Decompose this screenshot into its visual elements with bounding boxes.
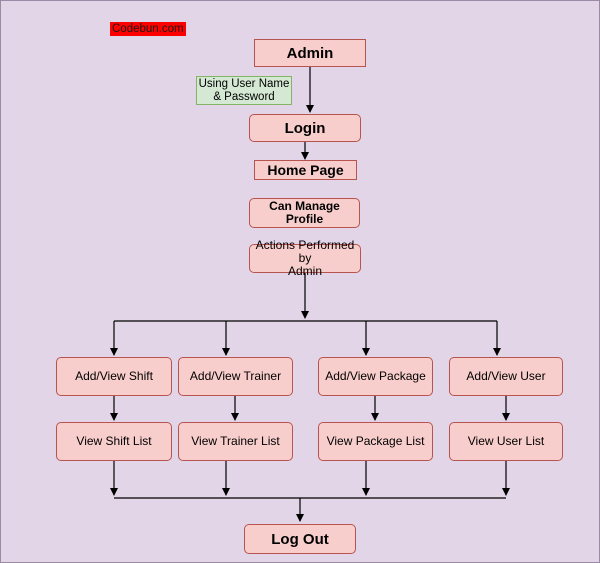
manage-profile-node: Can Manage Profile: [249, 198, 360, 228]
manage-profile-label: Can Manage Profile: [269, 199, 340, 226]
view-package-list-node: View Package List: [318, 422, 433, 461]
actions-node: Actions Performed by Admin: [249, 239, 361, 278]
admin-node: Admin: [254, 39, 366, 67]
home-page-label: Home Page: [267, 161, 344, 178]
login-node: Login: [249, 114, 361, 142]
logout-label: Log Out: [271, 530, 329, 548]
add-view-user-label: Add/View User: [466, 369, 546, 383]
actions-label-line2: Admin: [287, 264, 322, 278]
credentials-note: Using User Name & Password: [196, 76, 292, 105]
add-view-shift-label: Add/View Shift: [75, 369, 153, 383]
add-view-package-label: Add/View Package: [325, 369, 426, 383]
logout-node: Log Out: [244, 524, 356, 554]
add-view-user-node: Add/View User: [449, 357, 563, 396]
admin-label: Admin: [286, 44, 334, 62]
view-package-list-label: View Package List: [326, 434, 425, 448]
add-view-trainer-label: Add/View Trainer: [189, 369, 282, 383]
view-user-list-node: View User List: [449, 422, 563, 461]
add-view-shift-node: Add/View Shift: [56, 357, 172, 396]
view-user-list-label: View User List: [467, 434, 545, 448]
credentials-note-line2: & Password: [213, 90, 275, 103]
home-page-node: Home Page: [254, 160, 357, 180]
credentials-note-line1: Using User Name: [198, 77, 290, 90]
view-trainer-list-node: View Trainer List: [178, 422, 293, 461]
watermark-label: Codebun.com: [110, 22, 186, 36]
view-shift-list-node: View Shift List: [56, 422, 172, 461]
login-label: Login: [284, 119, 326, 137]
view-trainer-list-label: View Trainer List: [191, 434, 280, 448]
add-view-package-node: Add/View Package: [318, 357, 433, 396]
actions-label-line1: Actions Performed by: [255, 238, 355, 265]
view-shift-list-label: View Shift List: [76, 434, 152, 448]
add-view-trainer-node: Add/View Trainer: [178, 357, 293, 396]
